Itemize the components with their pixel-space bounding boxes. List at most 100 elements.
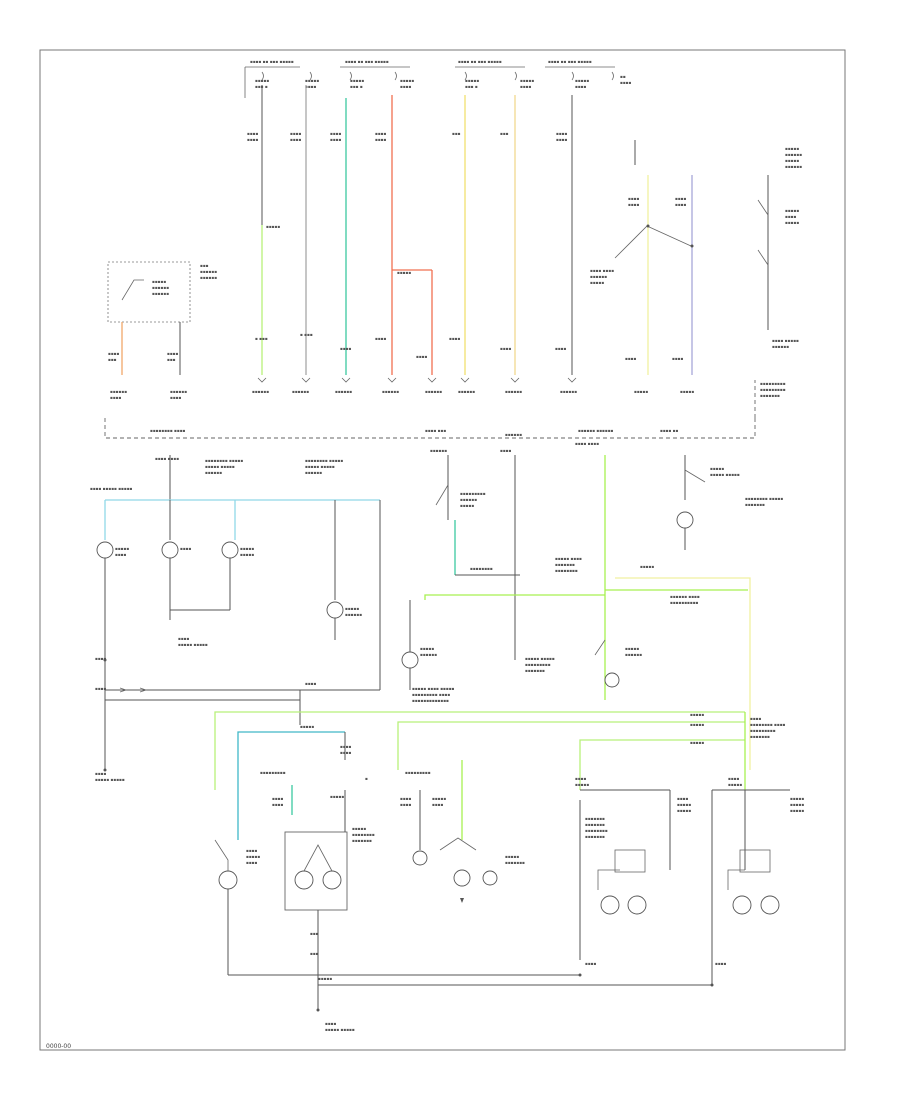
svg-text:▪▪▪▪▪▪▪: ▪▪▪▪▪▪▪: [505, 860, 525, 865]
svg-text:▪▪▪▪▪: ▪▪▪▪▪: [575, 78, 589, 83]
svg-text:▪▪▪▪: ▪▪▪▪: [246, 848, 258, 853]
svg-text:▪▪▪▪▪ ▪▪▪▪▪: ▪▪▪▪▪ ▪▪▪▪▪: [178, 642, 208, 647]
svg-text:▪▪▪▪: ▪▪▪▪: [167, 351, 179, 356]
svg-text:▪▪▪▪▪ ▪▪▪▪▪: ▪▪▪▪▪ ▪▪▪▪▪: [710, 472, 740, 477]
svg-text:▪▪▪▪ ▪▪▪▪▪ ▪▪▪▪▪: ▪▪▪▪ ▪▪▪▪▪ ▪▪▪▪▪: [90, 486, 133, 491]
svg-text:▪▪▪▪▪▪▪: ▪▪▪▪▪▪▪: [585, 816, 605, 821]
svg-text:▪▪▪▪▪▪: ▪▪▪▪▪▪: [292, 389, 309, 394]
svg-text:▪▪▪▪ ▪▪: ▪▪▪▪ ▪▪: [660, 428, 679, 433]
svg-text:▪▪▪▪: ▪▪▪▪: [95, 771, 107, 776]
svg-text:▪▪▪▪▪▪ ▪▪▪▪: ▪▪▪▪▪▪ ▪▪▪▪: [670, 594, 700, 599]
svg-text:▪▪▪▪▪▪▪▪▪: ▪▪▪▪▪▪▪▪▪: [260, 770, 286, 775]
diagram-code-label: 0000-00: [46, 1043, 72, 1050]
svg-text:▪▪▪▪▪▪: ▪▪▪▪▪▪: [152, 291, 169, 296]
svg-text:▪▪▪: ▪▪▪: [167, 357, 176, 362]
svg-text:▪▪▪▪▪▪▪: ▪▪▪▪▪▪▪: [585, 834, 605, 839]
svg-text:▪▪▪▪▪: ▪▪▪▪▪: [432, 796, 446, 801]
svg-text:▪▪▪▪▪▪▪▪ ▪▪▪▪▪: ▪▪▪▪▪▪▪▪ ▪▪▪▪▪: [205, 458, 243, 463]
svg-text:▪▪▪: ▪▪▪: [452, 131, 461, 136]
svg-text:▪▪▪▪▪▪▪▪▪▪▪▪▪: ▪▪▪▪▪▪▪▪▪▪▪▪▪: [412, 698, 449, 703]
svg-text:▪▪▪▪▪▪▪: ▪▪▪▪▪▪▪: [555, 562, 575, 567]
svg-text:▪▪▪▪: ▪▪▪▪: [575, 776, 587, 781]
svg-text:▪▪▪▪▪▪: ▪▪▪▪▪▪: [625, 652, 642, 657]
svg-text:▪▪▪▪: ▪▪▪▪: [449, 336, 461, 341]
svg-text:▪: ▪: [365, 776, 368, 781]
svg-text:▪▪▪▪▪: ▪▪▪▪▪: [460, 503, 474, 508]
svg-text:▪▪▪▪▪▪: ▪▪▪▪▪▪: [430, 448, 447, 453]
svg-text:▪▪▪▪: ▪▪▪▪: [520, 84, 532, 89]
svg-text:▪▪▪▪▪: ▪▪▪▪▪: [575, 782, 589, 787]
svg-text:▪▪▪▪: ▪▪▪▪: [416, 354, 428, 359]
svg-text:▪▪▪▪ ▪▪ ▪▪▪ ▪▪▪▪▪: ▪▪▪▪ ▪▪ ▪▪▪ ▪▪▪▪▪: [250, 59, 294, 64]
svg-text:▪▪▪▪: ▪▪▪▪: [340, 750, 352, 755]
svg-text:▪▪▪▪▪▪▪: ▪▪▪▪▪▪▪: [760, 393, 780, 398]
svg-text:▪▪▪: ▪▪▪: [500, 131, 509, 136]
svg-text:▪▪▪▪▪▪▪▪▪: ▪▪▪▪▪▪▪▪▪: [760, 387, 786, 392]
svg-text:▪▪▪▪▪: ▪▪▪▪▪: [790, 796, 804, 801]
svg-text:▪▪▪▪▪▪▪: ▪▪▪▪▪▪▪: [585, 822, 605, 827]
svg-text:▪▪▪▪: ▪▪▪▪: [115, 552, 127, 557]
svg-text:▪▪▪▪: ▪▪▪▪: [305, 84, 317, 89]
svg-text:▪▪▪▪▪▪▪: ▪▪▪▪▪▪▪: [352, 838, 372, 843]
right-lower-block-b: ▪▪▪▪▪▪▪▪▪ ▪▪▪▪▪▪▪▪▪▪▪▪▪▪▪ ▪▪▪▪: [318, 776, 804, 986]
svg-text:▪▪▪▪: ▪▪▪▪: [95, 686, 107, 691]
feed-wires: ▪▪▪▪▪▪▪▪ ▪▪▪▪▪▪▪▪ ▪▪▪▪▪▪▪▪ ▪▪▪▪▪▪▪▪ ▪▪▪ …: [247, 85, 577, 394]
svg-text:▪▪▪▪: ▪▪▪▪: [585, 961, 597, 966]
svg-text:▪ ▪▪▪: ▪ ▪▪▪: [255, 336, 268, 341]
svg-text:▪▪▪▪: ▪▪▪▪: [500, 346, 512, 351]
svg-text:▪▪▪▪▪▪▪▪: ▪▪▪▪▪▪▪▪: [470, 566, 493, 571]
svg-text:▪▪▪▪▪: ▪▪▪▪▪: [305, 78, 319, 83]
svg-text:▪▪▪▪▪▪: ▪▪▪▪▪▪: [200, 269, 217, 274]
svg-text:▪▪▪▪: ▪▪▪▪: [675, 196, 687, 201]
svg-text:▪▪▪▪: ▪▪▪▪: [170, 395, 182, 400]
svg-text:▪▪▪▪▪▪: ▪▪▪▪▪▪: [560, 389, 577, 394]
svg-text:▪▪▪▪▪: ▪▪▪▪▪: [352, 826, 366, 831]
svg-text:▪▪▪▪: ▪▪▪▪: [728, 776, 740, 781]
svg-text:▪▪▪▪▪▪▪▪▪: ▪▪▪▪▪▪▪▪▪: [760, 381, 786, 386]
svg-text:▪▪▪▪▪▪: ▪▪▪▪▪▪: [152, 285, 169, 290]
svg-text:▪▪▪▪: ▪▪▪▪: [375, 137, 387, 142]
svg-text:▪▪▪▪▪▪: ▪▪▪▪▪▪: [785, 164, 802, 169]
svg-text:▪▪▪▪▪▪▪: ▪▪▪▪▪▪▪: [525, 668, 545, 673]
svg-text:▪▪▪▪: ▪▪▪▪: [628, 202, 640, 207]
svg-text:▪▪▪▪ ▪▪ ▪▪▪ ▪▪▪▪▪: ▪▪▪▪ ▪▪ ▪▪▪ ▪▪▪▪▪: [548, 59, 592, 64]
svg-text:▪▪▪▪: ▪▪▪▪: [620, 80, 632, 85]
svg-text:▪▪▪▪▪: ▪▪▪▪▪: [465, 78, 479, 83]
svg-text:▪▪▪▪▪▪: ▪▪▪▪▪▪: [460, 497, 477, 502]
svg-text:▪▪▪▪▪▪▪▪: ▪▪▪▪▪▪▪▪: [555, 568, 578, 573]
svg-text:▪▪▪▪▪: ▪▪▪▪▪: [625, 646, 639, 651]
svg-text:▪▪▪▪: ▪▪▪▪: [400, 796, 412, 801]
svg-text:▪ ▪▪▪: ▪ ▪▪▪: [300, 332, 313, 337]
svg-text:▪▪▪▪▪: ▪▪▪▪▪: [115, 546, 129, 551]
svg-text:▪▪▪▪: ▪▪▪▪: [400, 802, 412, 807]
svg-text:▪▪▪▪▪ ▪▪▪▪▪: ▪▪▪▪▪ ▪▪▪▪▪: [95, 777, 125, 782]
svg-text:▪▪▪▪: ▪▪▪▪: [95, 656, 107, 661]
svg-text:▪▪▪▪▪ ▪▪▪▪▪: ▪▪▪▪▪ ▪▪▪▪▪: [525, 656, 555, 661]
svg-text:▪▪▪▪▪▪: ▪▪▪▪▪▪: [335, 389, 352, 394]
svg-text:▪▪▪▪: ▪▪▪▪: [180, 546, 192, 551]
svg-text:▪▪▪ ▪: ▪▪▪ ▪: [255, 84, 268, 89]
diagram-border: [39, 49, 846, 1051]
svg-text:▪▪▪▪: ▪▪▪▪: [675, 202, 687, 207]
svg-text:▪▪▪▪▪▪▪▪ ▪▪▪▪▪: ▪▪▪▪▪▪▪▪ ▪▪▪▪▪: [745, 496, 783, 501]
svg-text:▪▪▪▪: ▪▪▪▪: [555, 346, 567, 351]
svg-text:▪▪▪▪▪: ▪▪▪▪▪: [785, 208, 799, 213]
svg-text:▪▪▪▪▪: ▪▪▪▪▪: [397, 270, 411, 275]
svg-text:▪▪▪▪: ▪▪▪▪: [247, 137, 259, 142]
svg-text:▪▪▪▪: ▪▪▪▪: [750, 716, 762, 721]
svg-text:▪▪▪▪▪ ▪▪▪▪▪: ▪▪▪▪▪ ▪▪▪▪▪: [205, 464, 235, 469]
svg-text:▪▪▪▪▪▪: ▪▪▪▪▪▪: [110, 389, 127, 394]
svg-text:▪▪▪▪▪▪▪▪▪: ▪▪▪▪▪▪▪▪▪: [405, 770, 431, 775]
svg-text:▪▪▪▪▪ ▪▪▪▪: ▪▪▪▪▪ ▪▪▪▪: [555, 556, 582, 561]
svg-text:▪▪▪▪▪: ▪▪▪▪▪: [790, 802, 804, 807]
left-top-switch: ▪▪▪▪▪▪▪▪▪▪▪▪▪▪▪▪▪ ▪▪▪▪▪▪▪▪▪▪▪▪▪▪▪ ▪▪▪▪▪▪…: [107, 261, 217, 400]
svg-text:▪▪▪: ▪▪▪: [108, 357, 117, 362]
lower-section: ▪▪▪▪▪ ▪▪▪▪▪▪▪▪ ▪▪▪▪▪▪▪▪▪ ▪▪▪▪▪▪▪▪▪ ▪ ▪▪▪…: [214, 686, 804, 1032]
svg-text:▪▪▪▪: ▪▪▪▪: [500, 448, 512, 453]
svg-text:▪▪: ▪▪: [620, 74, 626, 79]
svg-text:▪▪▪▪: ▪▪▪▪: [340, 346, 352, 351]
svg-text:▪▪▪▪▪: ▪▪▪▪▪: [520, 78, 534, 83]
svg-text:▪▪▪▪ ▪▪▪▪: ▪▪▪▪ ▪▪▪▪: [575, 441, 599, 446]
